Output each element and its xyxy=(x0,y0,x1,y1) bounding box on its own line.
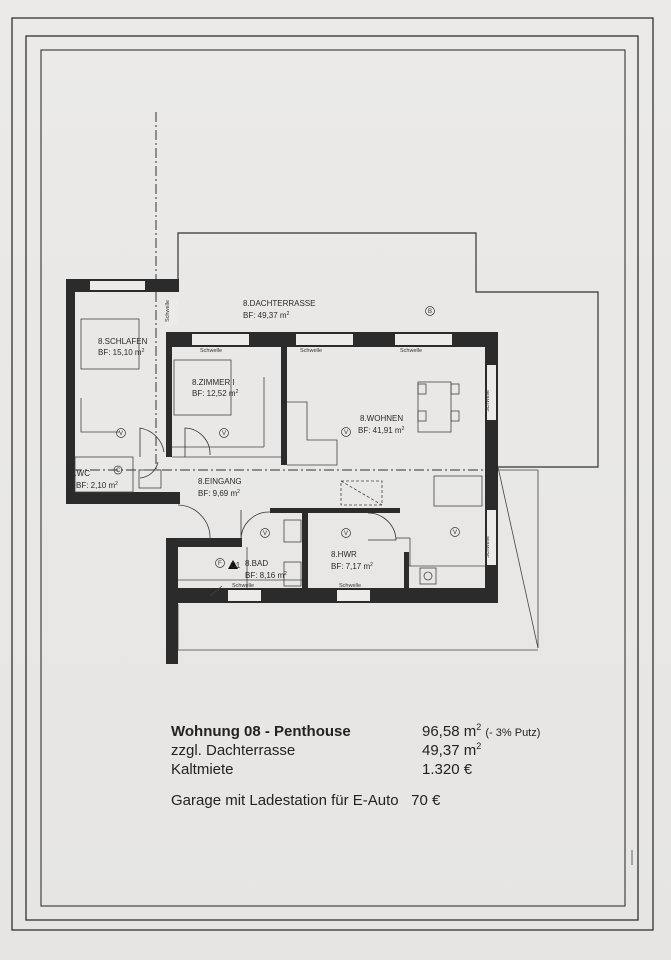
room-dachterrasse-name: 8.DACHTERRASSE xyxy=(243,299,315,308)
room-dachterrasse-area: BF: 49,37 m2 xyxy=(243,311,290,320)
marker-c: C xyxy=(116,468,121,474)
vent-markers xyxy=(113,306,460,568)
stair-arrow-icon xyxy=(228,560,238,569)
room-hwr-area: BF: 7,17 m2 xyxy=(331,562,373,571)
room-schlafen-name: 8.SCHLAFEN xyxy=(98,337,148,346)
summary-value-2: 49,37 m2 xyxy=(422,741,482,760)
schwelle-label-3: Schwelle xyxy=(400,348,422,354)
marker-v-3: V xyxy=(344,430,348,436)
schwelle-label-7: Schwelle xyxy=(485,536,491,558)
schwelle-label-6: Schwelle xyxy=(485,390,491,412)
room-wohnen-area: BF: 41,91 m2 xyxy=(358,426,405,435)
marker-f: F xyxy=(218,561,222,567)
room-hwr-name: 8.HWR xyxy=(331,550,357,559)
schwelle-label-8: Schwelle xyxy=(165,300,171,322)
room-wc-name: 8.WC xyxy=(70,469,90,478)
room-schlafen-area: BF: 15,10 m2 xyxy=(98,348,145,357)
marker-v-2: V xyxy=(222,431,226,437)
middle-frame xyxy=(25,35,639,921)
door-swings xyxy=(139,427,397,541)
summary-garage: Garage mit Ladestation für E-Auto 70 € xyxy=(171,792,441,809)
room-bad-area: BF: 8,16 m2 xyxy=(245,571,287,580)
summary-value-1: 96,58 m2 (- 3% Putz) xyxy=(422,722,541,741)
openings xyxy=(90,281,496,601)
marker-v-1: V xyxy=(119,431,123,437)
marker-b: B xyxy=(428,309,432,315)
marker-v-4: V xyxy=(453,530,457,536)
room-eingang-name: 8.EINGANG xyxy=(198,477,242,486)
summary-value-3: 1.320 € xyxy=(422,761,473,778)
terrace-slope-line xyxy=(497,466,539,649)
marker-c1: C1 xyxy=(230,561,241,570)
marker-v-5: V xyxy=(344,531,348,537)
interior-lines xyxy=(74,318,485,597)
room-zimmer-area: BF: 12,52 m2 xyxy=(192,389,239,398)
room-wohnen-name: 8.WOHNEN xyxy=(360,414,403,423)
schwelle-label-2: Schwelle xyxy=(300,348,322,354)
summary-line-3: Kaltmiete xyxy=(171,761,234,778)
schwelle-label-5: Schwelle xyxy=(339,583,361,589)
summary-line-2: zzgl. Dachterrasse xyxy=(171,742,296,759)
room-bad-name: 8.BAD xyxy=(245,559,268,568)
schwelle-label-1: Schwelle xyxy=(200,348,222,354)
room-eingang-area: BF: 9,69 m2 xyxy=(198,489,240,498)
terrace-outline xyxy=(177,232,599,468)
room-wc-area: BF: 2,10 m2 xyxy=(76,481,118,490)
schwelle-label-4: Schwelle xyxy=(232,583,254,589)
room-zimmer-name: 8.ZIMMER I xyxy=(192,378,235,387)
marker-v-6: V xyxy=(263,531,267,537)
outer-frame xyxy=(11,17,654,931)
summary-title: Wohnung 08 - Penthouse xyxy=(171,723,351,740)
inner-frame xyxy=(40,49,626,907)
